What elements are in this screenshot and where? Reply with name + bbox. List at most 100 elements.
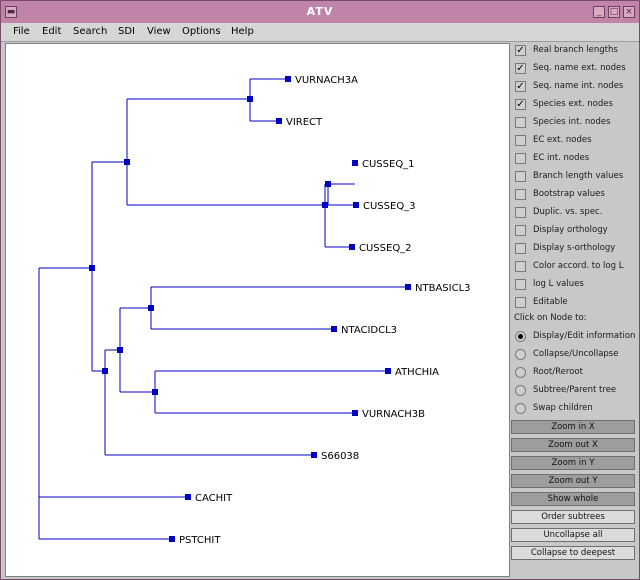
zoom-out-x-button[interactable]: Zoom out X xyxy=(511,438,635,452)
tree-internal-node[interactable] xyxy=(325,181,331,187)
tree-leaf-node[interactable] xyxy=(385,368,391,374)
radio-swap-children[interactable]: Swap children xyxy=(514,401,637,417)
option-display-s-orthology[interactable]: Display s-orthology xyxy=(514,241,637,257)
tree-internal-node[interactable] xyxy=(102,368,108,374)
checkbox[interactable] xyxy=(515,189,526,200)
zoom-in-y-button[interactable]: Zoom in Y xyxy=(511,456,635,470)
leaf-labels: VURNACH3A VIRECT CUSSEQ_1 CUSSEQ_3 CUSSE… xyxy=(179,75,471,546)
tree-internal-node[interactable] xyxy=(247,96,253,102)
window-title: ATV xyxy=(306,5,334,18)
tree-leaf-node[interactable] xyxy=(352,160,358,166)
menu-file[interactable]: File xyxy=(13,26,30,37)
option-bootstrap-values[interactable]: Bootstrap values xyxy=(514,187,637,203)
tree-internal-node[interactable] xyxy=(124,159,130,165)
tree-leaf-node[interactable] xyxy=(349,244,355,250)
tree-leaf-node[interactable] xyxy=(185,494,191,500)
checkbox[interactable] xyxy=(515,135,526,146)
checkbox[interactable] xyxy=(515,243,526,254)
leaf-label[interactable]: S66038 xyxy=(321,451,359,462)
checkbox[interactable] xyxy=(515,117,526,128)
checkbox[interactable] xyxy=(515,261,526,272)
uncollapse-all-button[interactable]: Uncollapse all xyxy=(511,528,635,542)
show-whole-button[interactable]: Show whole xyxy=(511,492,635,506)
checkbox[interactable]: ✓ xyxy=(515,63,526,74)
checkbox[interactable]: ✓ xyxy=(515,81,526,92)
checkbox[interactable] xyxy=(515,207,526,218)
checkbox[interactable] xyxy=(515,297,526,308)
option-species-int-nodes[interactable]: Species int. nodes xyxy=(514,115,637,131)
option-species-ext-nodes[interactable]: ✓Species ext. nodes xyxy=(515,99,613,110)
option-color-accord-log-l[interactable]: Color accord. to log L xyxy=(514,259,637,275)
menu-view[interactable]: View xyxy=(147,26,171,37)
radio-button[interactable] xyxy=(515,331,526,342)
tree-leaf-node[interactable] xyxy=(169,536,175,542)
menu-options[interactable]: Options xyxy=(182,26,221,37)
tree-leaf-node[interactable] xyxy=(276,118,282,124)
tree-leaf-node[interactable] xyxy=(285,76,291,82)
tree-internal-node[interactable] xyxy=(322,202,328,208)
option-ec-int-nodes[interactable]: EC int. nodes xyxy=(514,151,637,167)
menu-bar: File Edit Search SDI View Options Help xyxy=(1,23,639,42)
tree-canvas[interactable]: VURNACH3A VIRECT CUSSEQ_1 CUSSEQ_3 CUSSE… xyxy=(5,43,510,577)
tree-leaf-node[interactable] xyxy=(331,326,337,332)
tree-leaf-node[interactable] xyxy=(311,452,317,458)
order-subtrees-button[interactable]: Order subtrees xyxy=(511,510,635,524)
radio-collapse-uncollapse[interactable]: Collapse/Uncollapse xyxy=(514,347,637,363)
maximize-icon[interactable]: □ xyxy=(608,6,620,18)
radio-display-edit-information[interactable]: Display/Edit information xyxy=(514,329,637,345)
tree-internal-node[interactable] xyxy=(152,389,158,395)
checkbox[interactable] xyxy=(515,225,526,236)
close-icon[interactable]: × xyxy=(623,6,635,18)
leaf-label[interactable]: CACHIT xyxy=(195,493,233,504)
checkbox[interactable]: ✓ xyxy=(515,45,526,56)
leaf-label[interactable]: CUSSEQ_2 xyxy=(359,243,412,254)
leaf-label[interactable]: PSTCHIT xyxy=(179,535,221,546)
radio-button[interactable] xyxy=(515,403,526,414)
radio-button[interactable] xyxy=(515,367,526,378)
leaf-label[interactable]: ATHCHIA xyxy=(395,367,439,378)
zoom-out-y-button[interactable]: Zoom out Y xyxy=(511,474,635,488)
leaf-label[interactable]: VIRECT xyxy=(286,117,323,128)
tree-leaf-node[interactable] xyxy=(353,202,359,208)
leaf-label[interactable]: VURNACH3A xyxy=(295,75,358,86)
radio-button[interactable] xyxy=(515,349,526,360)
checkbox[interactable]: ✓ xyxy=(515,99,526,110)
checkbox[interactable] xyxy=(515,153,526,164)
tree-leaf-node[interactable] xyxy=(352,410,358,416)
tree-leaf-node[interactable] xyxy=(405,284,411,290)
radio-subtree-parent-tree[interactable]: Subtree/Parent tree xyxy=(514,383,637,399)
phylogenetic-tree[interactable]: VURNACH3A VIRECT CUSSEQ_1 CUSSEQ_3 CUSSE… xyxy=(6,44,509,576)
leaf-label[interactable]: VURNACH3B xyxy=(362,409,425,420)
leaf-label[interactable]: NTBASICL3 xyxy=(415,283,471,294)
checkbox[interactable] xyxy=(515,279,526,290)
zoom-in-x-button[interactable]: Zoom in X xyxy=(511,420,635,434)
tree-internal-node[interactable] xyxy=(89,265,95,271)
menu-help[interactable]: Help xyxy=(231,26,254,37)
option-seq-name-ext-nodes[interactable]: ✓Seq. name ext. nodes xyxy=(515,63,626,74)
option-ec-ext-nodes[interactable]: EC ext. nodes xyxy=(514,133,637,149)
tree-nodes[interactable] xyxy=(89,76,411,542)
option-display-orthology[interactable]: Display orthology xyxy=(514,223,637,239)
collapse-to-deepest-button[interactable]: Collapse to deepest xyxy=(511,546,635,560)
option-duplic-vs-spec[interactable]: Duplic. vs. spec. xyxy=(514,205,637,221)
radio-root-reroot[interactable]: Root/Reroot xyxy=(514,365,637,381)
checkbox[interactable] xyxy=(515,171,526,182)
leaf-label[interactable]: CUSSEQ_3 xyxy=(363,201,416,212)
menu-edit[interactable]: Edit xyxy=(42,26,62,37)
menu-sdi[interactable]: SDI xyxy=(118,26,135,37)
option-log-l-values[interactable]: log L values xyxy=(514,277,637,293)
window-menu-icon[interactable]: ▬ xyxy=(5,6,17,18)
title-bar[interactable]: ▬ ATV _ □ × xyxy=(1,1,639,24)
radio-button[interactable] xyxy=(515,385,526,396)
minimize-icon[interactable]: _ xyxy=(593,6,605,18)
tree-internal-node[interactable] xyxy=(148,305,154,311)
menu-search[interactable]: Search xyxy=(73,26,108,37)
option-branch-length-values[interactable]: Branch length values xyxy=(514,169,637,185)
leaf-label[interactable]: NTACIDCL3 xyxy=(341,325,397,336)
option-seq-name-int-nodes[interactable]: ✓Seq. name int. nodes xyxy=(515,81,624,92)
option-editable[interactable]: Editable xyxy=(514,295,637,311)
tree-internal-node[interactable] xyxy=(117,347,123,353)
leaf-label[interactable]: CUSSEQ_1 xyxy=(362,159,415,170)
option-real-branch-lengths[interactable]: ✓Real branch lengths xyxy=(515,45,618,56)
